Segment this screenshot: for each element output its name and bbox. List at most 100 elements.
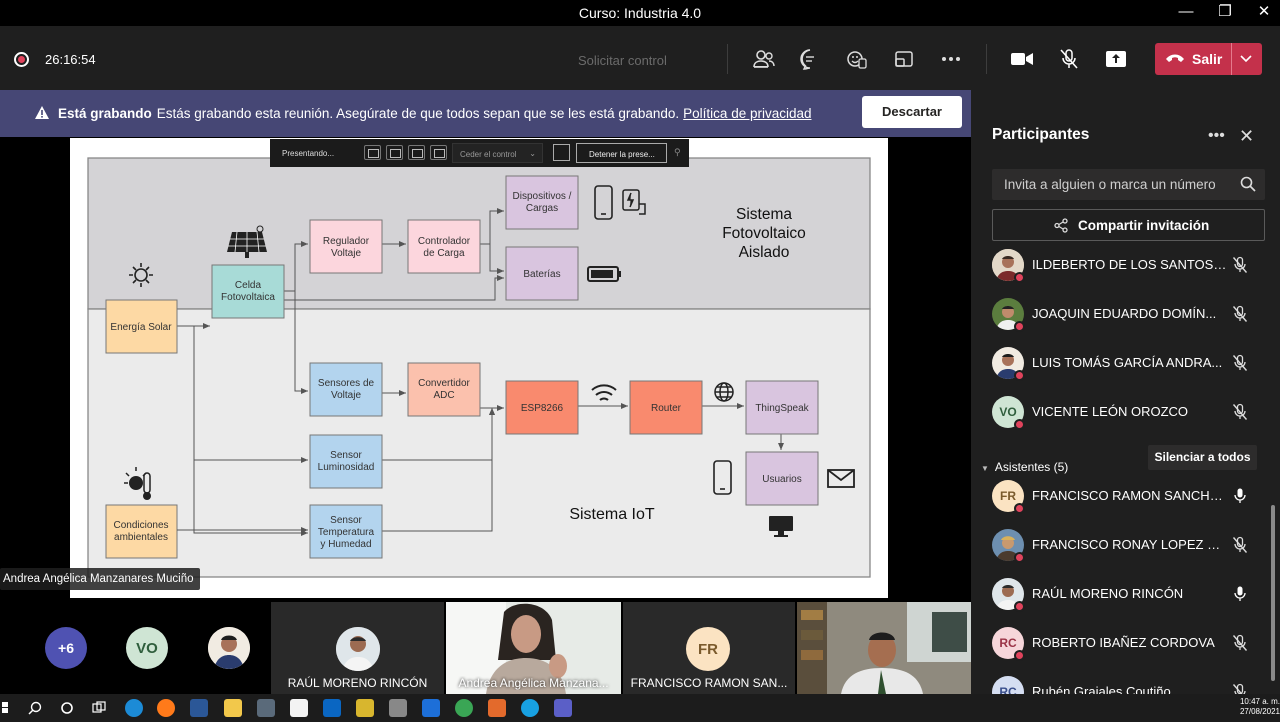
app-icon[interactable] (455, 699, 473, 717)
node-baterias: Baterías (523, 269, 560, 280)
share-screen-icon[interactable] (1102, 46, 1130, 72)
participant-name: ILDEBERTO DE LOS SANTOS R... (1032, 257, 1227, 272)
presenter-toolbar: Presentando... Ceder el control⌄ Detener… (270, 139, 689, 167)
globe-icon (714, 382, 734, 402)
node-esp8266: ESP8266 (521, 403, 564, 414)
participant-row[interactable]: JOAQUIN EDUARDO DOMÍN... (992, 294, 1262, 334)
video-tile-andrea[interactable]: Andrea Angélica Manzana... (446, 602, 621, 694)
include-audio-icon[interactable] (553, 144, 570, 161)
close-window-button[interactable]: ✕ (1257, 3, 1271, 20)
dismiss-button[interactable]: Descartar (862, 96, 962, 128)
leave-button[interactable]: Salir (1155, 43, 1262, 75)
mic-icon (1232, 585, 1248, 608)
cortana-icon[interactable] (58, 699, 76, 717)
video-tile-room[interactable] (797, 602, 971, 694)
node-usuarios: Usuarios (762, 474, 801, 485)
matlab-icon[interactable] (488, 699, 506, 717)
system-diagram: Energía Solar Celda Fotovoltaica Regulad… (87, 157, 871, 578)
windows-start-icon[interactable] (2, 699, 20, 717)
tools-icon[interactable] (257, 699, 275, 717)
attendees-label: Asistentes (5) (994, 460, 1069, 474)
node-dispositivos-2: Cargas (526, 203, 558, 214)
participant-row[interactable]: ILDEBERTO DE LOS SANTOS R... (992, 247, 1262, 285)
layout-icon[interactable] (364, 145, 381, 160)
toolbar-divider (986, 44, 987, 74)
calendar-icon[interactable] (422, 699, 440, 717)
node-sensor-lum-1: Sensor (330, 450, 362, 461)
reactions-icon[interactable] (843, 46, 871, 72)
participant-list: ILDEBERTO DE LOS SANTOS R... JOAQUIN EDU… (971, 247, 1280, 694)
search-icon[interactable] (1240, 176, 1256, 197)
share-icon (1053, 218, 1069, 236)
title-bar: Curso: Industria 4.0 — ❐ ✕ (0, 0, 1280, 26)
app-c-icon[interactable] (521, 699, 539, 717)
more-participants-avatar[interactable]: +6 (45, 627, 87, 669)
system-clock[interactable]: 10:47 a. m.27/08/2021 (1238, 697, 1280, 717)
video-tile-francisco[interactable]: FR FRANCISCO RAMON SAN... (623, 602, 795, 694)
rooms-icon[interactable] (890, 46, 918, 72)
avatar-fr: FR (686, 627, 730, 671)
mute-all-button[interactable]: Silenciar a todos (1148, 445, 1257, 470)
avatar-photo (336, 627, 380, 671)
avatar-photo[interactable] (208, 627, 250, 669)
mic-off-icon[interactable] (1055, 46, 1083, 72)
video-tile-raul[interactable]: RAÚL MORENO RINCÓN (271, 602, 444, 694)
pdf-icon[interactable] (290, 699, 308, 717)
participant-row[interactable]: RC Rubén Grajales Coutiño (992, 672, 1262, 694)
status-badge (1014, 650, 1025, 661)
mic-off-icon (1232, 256, 1248, 279)
layout-icon[interactable] (386, 145, 403, 160)
share-invite-button[interactable]: Compartir invitación (992, 209, 1265, 241)
firefox-icon[interactable] (157, 699, 175, 717)
pv-title-2: Fotovoltaico (722, 225, 806, 242)
windows-taskbar: 10:47 a. m.27/08/2021 (0, 694, 1280, 722)
close-icon[interactable]: ✕ (1239, 126, 1255, 146)
layout-icon[interactable] (430, 145, 447, 160)
iot-system-region (87, 308, 871, 578)
printer-icon[interactable] (389, 699, 407, 717)
room-video (797, 602, 971, 694)
participants-panel: Participantes ••• ✕ Compartir invitación… (971, 90, 1280, 694)
scrollbar[interactable] (1271, 505, 1275, 681)
search-icon[interactable] (27, 699, 45, 717)
more-icon[interactable] (937, 46, 965, 72)
give-control-dropdown[interactable]: Ceder el control⌄ (452, 143, 543, 163)
solar-panel-icon (227, 225, 267, 258)
teams-icon[interactable] (554, 699, 572, 717)
participant-row[interactable]: LUIS TOMÁS GARCÍA ANDRA... (992, 343, 1262, 383)
word-icon[interactable] (190, 699, 208, 717)
camera-icon[interactable] (1008, 46, 1036, 72)
participant-row[interactable]: FRANCISCO RONAY LOPEZ ES... (992, 525, 1262, 565)
pin-icon[interactable]: ⚲ (674, 147, 681, 157)
status-badge (1014, 552, 1025, 563)
participant-row[interactable]: VO VICENTE LEÓN OROZCO (992, 392, 1262, 432)
phone-icon (594, 185, 613, 220)
more-options-icon[interactable]: ••• (1208, 127, 1225, 144)
layout-icon[interactable] (408, 145, 425, 160)
participants-icon[interactable] (750, 46, 778, 72)
node-condiciones-2: ambientales (114, 532, 168, 543)
edge-icon[interactable] (125, 699, 143, 717)
chat-icon[interactable] (796, 46, 824, 72)
privacy-policy-link[interactable]: Política de privacidad (683, 106, 812, 121)
node-controlador-1: Controlador (418, 236, 471, 247)
minimize-button[interactable]: — (1178, 3, 1194, 20)
task-view-icon[interactable] (90, 699, 108, 717)
avatar-vo[interactable]: VO (126, 627, 168, 669)
invite-input[interactable] (992, 169, 1237, 200)
status-badge (1014, 272, 1025, 283)
maximize-button[interactable]: ❐ (1218, 3, 1232, 20)
media-icon[interactable] (356, 699, 374, 717)
participant-row[interactable]: FR FRANCISCO RAMON SANCHE... (992, 476, 1262, 516)
participant-row[interactable]: RC ROBERTO IBAÑEZ CORDOVA (992, 623, 1262, 663)
participant-row[interactable]: RAÚL MORENO RINCÓN (992, 574, 1262, 614)
chevron-down-icon[interactable] (1239, 51, 1253, 70)
file-explorer-icon[interactable] (224, 699, 242, 717)
mail-icon[interactable] (323, 699, 341, 717)
node-router: Router (651, 403, 682, 414)
window-title: Curso: Industria 4.0 (578, 5, 702, 21)
attendees-header[interactable]: ▼Asistentes (5) (981, 460, 1068, 474)
request-control-button[interactable]: Solicitar control (578, 53, 667, 68)
stop-presenting-button[interactable]: Detener la prese... (576, 143, 667, 163)
